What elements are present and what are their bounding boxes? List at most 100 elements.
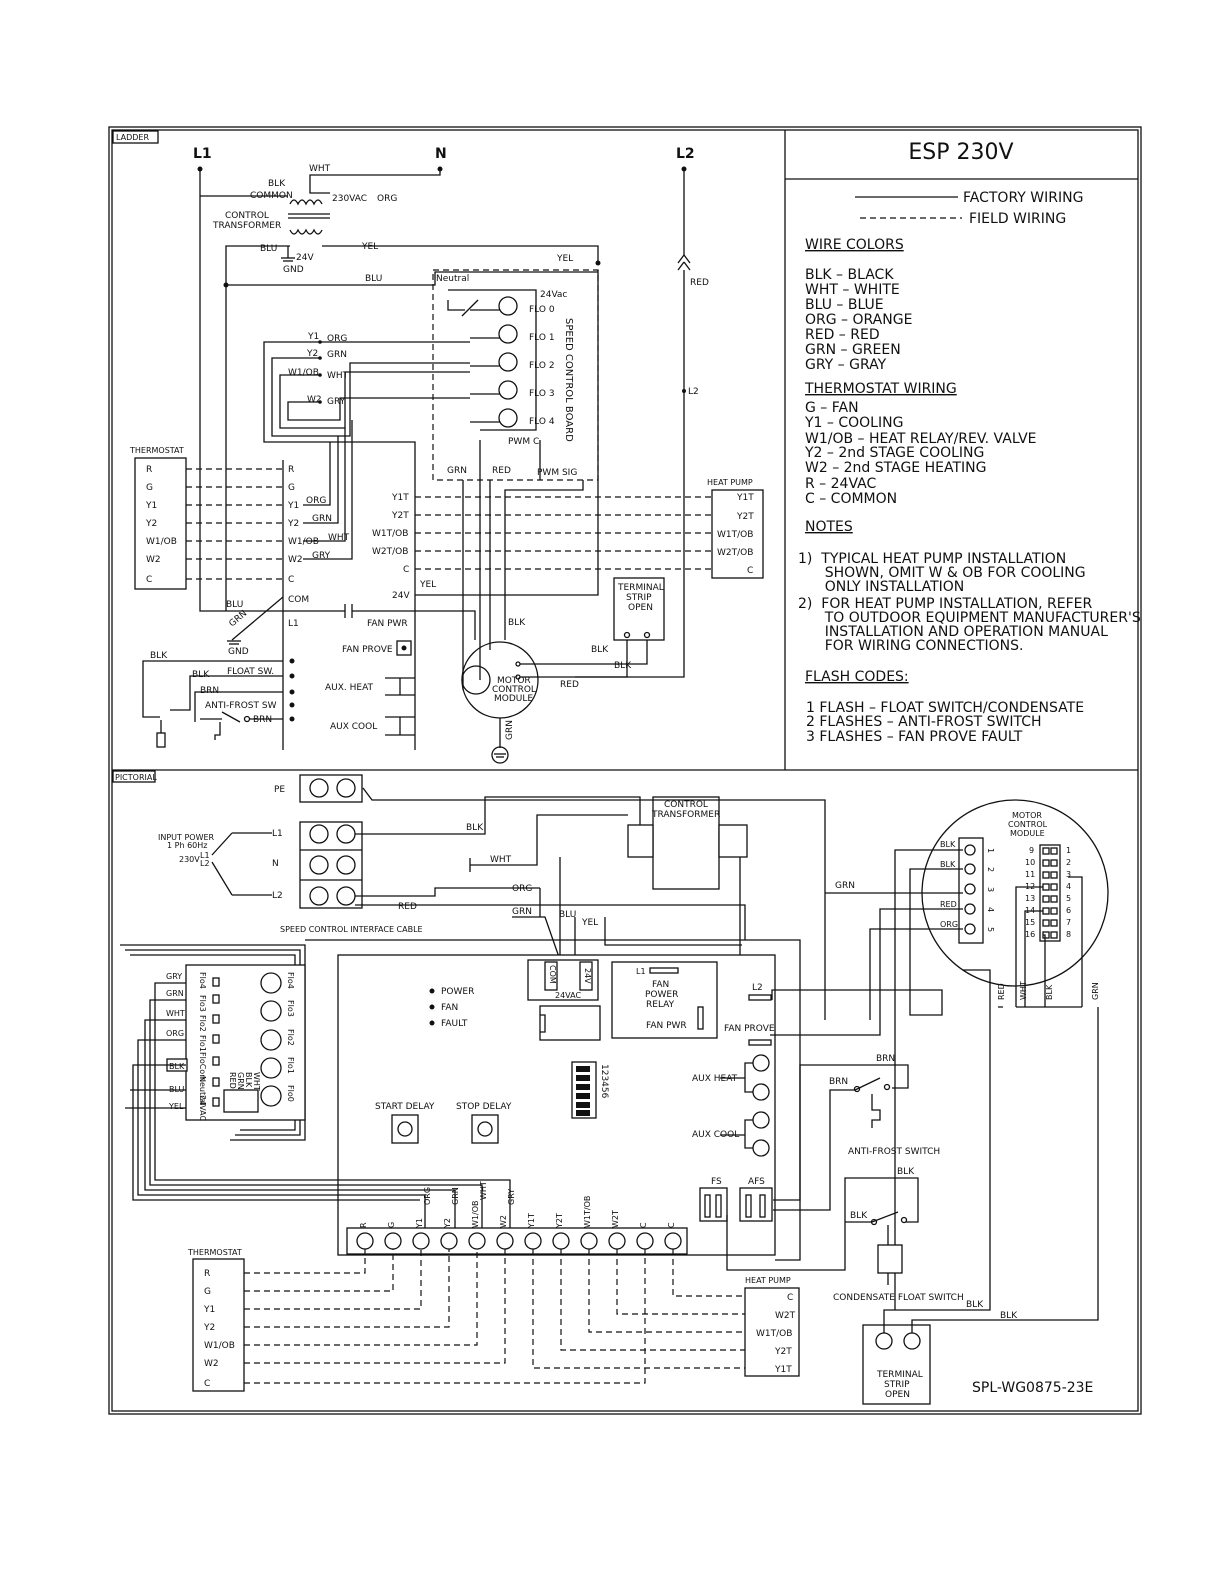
v24vac-label: 24VAC	[555, 991, 581, 1000]
wire-color-item: RED – RED	[805, 327, 880, 343]
pic-hp-term: Y2T	[774, 1347, 792, 1357]
l1-rail	[199, 169, 283, 612]
thermostat-wiring-item: W2 – 2nd STAGE HEATING	[805, 460, 986, 476]
motor-5pin-connector	[958, 837, 984, 944]
thermo-term: W1/OB	[146, 537, 177, 547]
pic-flo-wire: YEL	[168, 1102, 184, 1111]
lad-fan-pwr-label: FAN PWR	[367, 619, 408, 629]
motor-pin-b: 5	[1066, 894, 1071, 903]
pic-fan-prove-label: FAN PROVE	[724, 1024, 775, 1034]
dip-label: 123456	[599, 1064, 609, 1099]
lad-gnd2-label: GND	[228, 647, 249, 657]
lad-yel3-label: YEL	[419, 580, 436, 590]
wire-color-item: BLK – BLACK	[805, 267, 894, 283]
motor-wire-color: BLK	[940, 860, 956, 869]
bottom-color-label: ORG	[423, 1187, 432, 1205]
lad-float-label: FLOAT SW.	[227, 667, 274, 677]
thermo-term: G	[146, 483, 153, 493]
conn-label: WHT	[252, 1072, 261, 1091]
transformer-label-1: CONTROL	[225, 211, 269, 221]
pic-l1l2-label: L2	[200, 859, 210, 868]
motor-pin-b: 4	[1066, 882, 1071, 891]
bottom-terminal-strip	[346, 1227, 688, 1255]
motor-bottom-label: RED	[997, 983, 1006, 1000]
board-hp-term: W2T/OB	[372, 547, 408, 557]
bottom-color-label: WHT	[479, 1181, 488, 1200]
flo-label: FLO 4	[529, 417, 555, 427]
hp-term: W1T/OB	[717, 530, 753, 540]
motor-pin-num: 5	[986, 927, 995, 932]
pic-red-label: RED	[398, 902, 417, 912]
relay-label: L1	[636, 967, 646, 976]
pic-term-n: N	[272, 859, 279, 869]
lad-230vac-label: 230VAC	[332, 194, 367, 204]
lad-terminal-label: TERMINAL	[617, 583, 664, 593]
conn-label: BLK	[244, 1072, 253, 1088]
board-hp-term: 24V	[392, 591, 410, 601]
note-line: 2) FOR HEAT PUMP INSTALLATION, REFER	[798, 596, 1093, 612]
hp-term: Y2T	[736, 512, 754, 522]
pic-hp-term: W2T	[775, 1311, 796, 1321]
relay-label: FAN PWR	[646, 1021, 687, 1031]
flash-codes-list: 1 FLASH – FLOAT SWITCH/CONDENSATE 2 FLAS…	[806, 700, 1084, 745]
blu-wire	[225, 245, 290, 611]
thermo-term: C	[146, 575, 152, 585]
thermo-term: W2	[146, 555, 161, 565]
pic-blk-label4: BLK	[966, 1300, 984, 1310]
motor-16pin: 9 10 11 12 13 14 15 16 1 2 3 4 5 6 7 8	[1025, 846, 1071, 939]
transformer-secondary-icon	[289, 228, 323, 235]
flo-wire-w2	[287, 397, 470, 421]
lad-grn2-label: GRN	[228, 609, 250, 629]
pic-pe-label: PE	[274, 785, 285, 795]
bottom-color-label: GRN	[451, 1187, 460, 1205]
motor-pin-a: 11	[1025, 870, 1035, 879]
pic-terminal-label: TERMINAL	[876, 1370, 923, 1380]
pic-thermo-term: C	[204, 1379, 210, 1389]
hp-term: W2T/OB	[717, 548, 753, 558]
notes-list: 1) TYPICAL HEAT PUMP INSTALLATION SHOWN,…	[798, 551, 1141, 654]
pic-thermo-term: Y1	[203, 1305, 215, 1315]
flo-label: FLO 2	[529, 361, 555, 371]
motor-pin-b: 6	[1066, 906, 1071, 915]
thermostat-wiring-item: R – 24VAC	[805, 476, 876, 492]
pic-thermo-term: Y2	[203, 1323, 215, 1333]
flo2-circle	[498, 352, 518, 372]
pic-bottom-terms: R G Y1 Y2 W1/OB W2 Y1T Y2T W1T/OB W2T C …	[346, 1181, 688, 1255]
pic-term-l2: L2	[272, 891, 283, 901]
motor-pin-b: 2	[1066, 858, 1071, 867]
fs-connector	[699, 1187, 728, 1222]
flash-codes-heading: FLASH CODES:	[805, 669, 909, 685]
ladder-l1-label: L1	[193, 146, 212, 162]
drawing-number: SPL-WG0875-23E	[972, 1380, 1093, 1396]
flo1-circle	[498, 324, 518, 344]
stop-delay-pot[interactable]	[471, 1114, 499, 1144]
n-to-transformer	[309, 169, 441, 194]
board-hp-term: Y2T	[391, 511, 409, 521]
lad-l1-label: L1	[288, 619, 299, 629]
flo-wire-color: WHT	[327, 371, 349, 381]
lad-aux-cool-label: AUX COOL	[330, 722, 377, 732]
lad-thermostat-box	[134, 457, 187, 590]
pic-blu-label: BLU	[559, 910, 576, 920]
bottom-term-label: Y1T	[527, 1213, 536, 1229]
lad-grn3-label: GRN	[505, 720, 515, 740]
thermostat-wiring-item: Y1 – COOLING	[804, 415, 903, 431]
thermo-term: Y1	[145, 501, 157, 511]
lad-com-label: COM	[288, 595, 309, 605]
lad-red3-label: RED	[560, 680, 579, 690]
start-delay-pot[interactable]	[391, 1114, 419, 1144]
lad-pwmsig-label: PWM SIG	[537, 468, 577, 478]
conn-label: RED	[228, 1072, 237, 1089]
thermostat-wiring-item: W1/OB – HEAT RELAY/REV. VALVE	[805, 431, 1037, 447]
speed-board-label: SPEED CONTROL BOARD	[563, 318, 574, 442]
motor-pin-num: 3	[986, 887, 995, 892]
afs-label: AFS	[748, 1177, 765, 1187]
condensate-label: CONDENSATE FLOAT SWITCH	[833, 1293, 964, 1303]
lad-heat-pump-box	[711, 489, 764, 579]
note-line: TO OUTDOOR EQUIPMENT MANUFACTURER'S	[798, 610, 1141, 626]
lad-common-label: COMMON	[250, 191, 293, 201]
blu-neutral-wire	[226, 271, 598, 286]
outer-frame	[108, 126, 1142, 1415]
factory-wiring-label: FACTORY WIRING	[963, 190, 1083, 206]
